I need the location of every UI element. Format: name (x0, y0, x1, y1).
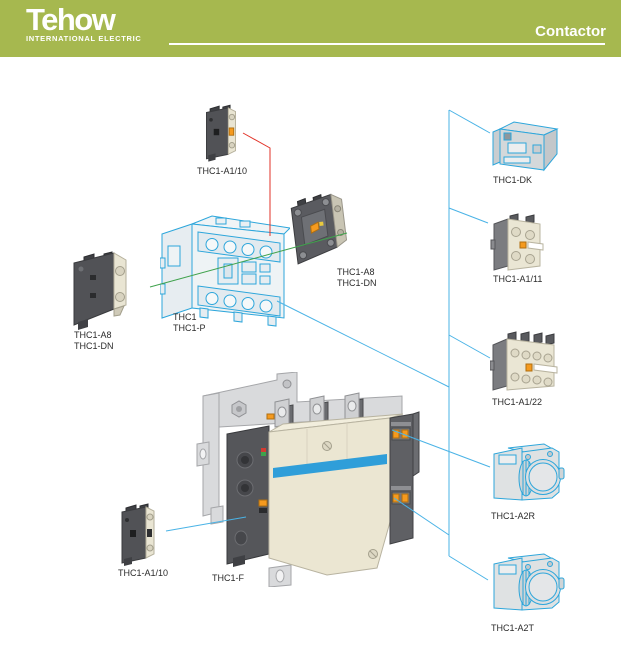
connector-branch-a2t (448, 555, 489, 581)
label-thc1-a2r: THC1-A2R (491, 511, 536, 521)
blue-stripe (273, 454, 387, 478)
thc1-a8-dn-right-image (290, 193, 348, 265)
label-thc1-f: THC1-F (212, 573, 244, 583)
thc1-a8-dn-left-image (73, 251, 127, 330)
label-thc1-a2t: THC1-A2T (491, 623, 535, 633)
right-terminal-block (389, 411, 420, 545)
thc1-dk-image (492, 121, 559, 172)
label-thc1-dk: THC1-DK (493, 175, 533, 185)
connector-branch-dk (448, 109, 491, 134)
connector-branch-a122 (448, 334, 491, 359)
page-header: Tehow INTERNATIONAL ELECTRIC Contactor (0, 0, 621, 57)
page-title: Contactor (535, 23, 606, 40)
label-thc1-a1-10-bottom: THC1-A1/10 (118, 568, 169, 578)
thc1-a1-11-image (490, 213, 544, 271)
thc1-a2t-image (493, 553, 565, 611)
label-thc1-a1-22: THC1-A1/22 (492, 397, 543, 407)
thc1-f-image (196, 372, 420, 587)
side-module (226, 425, 270, 567)
contactor-accessories-diagram: THC1-A1/10 THC1 THC1-P THC1-A8 THC1-DN T… (0, 57, 621, 645)
thc1-a1-10-bottom-image (121, 503, 155, 566)
label-thc1-a1-10-top: THC1-A1/10 (196, 166, 248, 176)
label-thc1-a1-11: THC1-A1/11 (493, 274, 543, 284)
thc1-a1-22-image (490, 331, 558, 391)
tehow-logo: Tehow INTERNATIONAL ELECTRIC (26, 2, 142, 44)
main-body (268, 413, 404, 576)
logo-subtext: INTERNATIONAL ELECTRIC (26, 34, 142, 43)
logo-text: Tehow (26, 2, 116, 37)
thc1-a1-10-top-image (206, 104, 236, 162)
header-rule (169, 43, 605, 45)
label-thc1-a8-dn-left: THC1-A8 THC1-DN (74, 330, 114, 351)
label-thc1-thc1-p: THC1 THC1-P (173, 312, 206, 333)
thc1-a2r-image (493, 443, 565, 501)
label-thc1-a8-dn-right: THC1-A8 THC1-DN (337, 267, 377, 288)
connector-branch-a111 (448, 207, 489, 224)
